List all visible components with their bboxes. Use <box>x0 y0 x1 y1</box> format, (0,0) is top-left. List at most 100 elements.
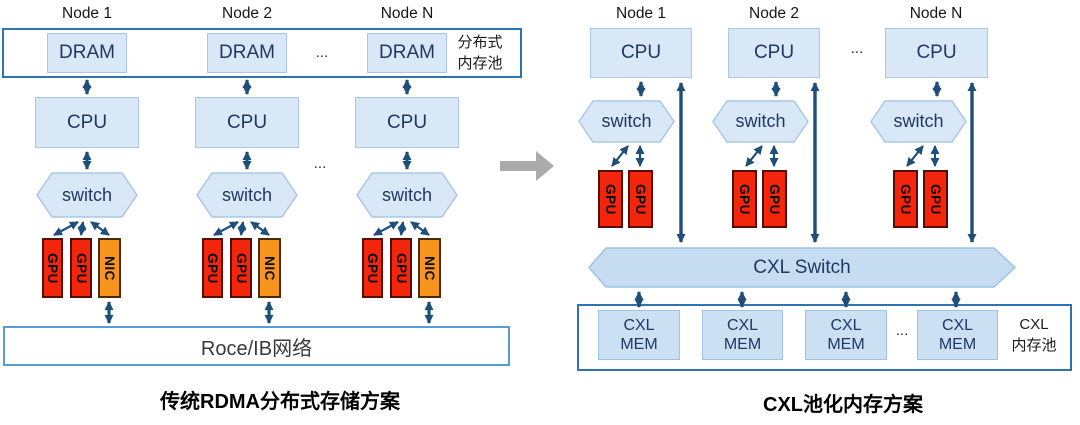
nic-box: NIC <box>258 238 281 298</box>
gpu-box: GPU <box>42 238 63 298</box>
gpu-label: GPU <box>898 183 914 215</box>
arrow-switch-gpu2-n <box>397 221 407 236</box>
right-node1-label: Node 1 <box>616 5 666 22</box>
gpu-label: GPU <box>393 252 409 284</box>
left-node1-label: Node 1 <box>62 5 112 22</box>
right-diagram-caption: CXL池化内存方案 <box>763 394 923 416</box>
switch-label: switch <box>735 111 786 131</box>
cxl-mem-line1: CXL <box>830 316 862 334</box>
right-cpu-box-1: CPU <box>590 28 692 78</box>
nic-label: NIC <box>262 255 277 281</box>
right-node2-label: Node 2 <box>749 5 799 22</box>
hexagon-shape <box>196 172 298 218</box>
dram-box-2: DRAM <box>207 33 287 73</box>
left-switch-hexagon-2: switch <box>196 172 298 218</box>
left-cpu-box-2: CPU <box>195 97 299 148</box>
gpu-box: GPU <box>230 238 252 298</box>
arrow-switch-nic-2 <box>250 221 270 236</box>
switch-label: switch <box>221 184 272 205</box>
cxl-mem-line2: MEM <box>938 336 977 353</box>
pool-label-line2: 内存池 <box>457 55 503 72</box>
gpu-box: GPU <box>762 170 787 228</box>
gpu-box: GPU <box>362 238 383 298</box>
distributed-memory-pool-label: 分布式 内存池 <box>442 32 518 74</box>
hexagon-shape <box>712 100 809 143</box>
switch-label: switch <box>893 111 944 131</box>
gpu-box: GPU <box>628 170 653 228</box>
dram-box-n: DRAM <box>367 33 447 73</box>
gpu-box: GPU <box>893 170 918 228</box>
switch-label: switch <box>61 184 112 205</box>
left-dram-ellipsis: ... <box>315 44 329 61</box>
left-node2-label: Node 2 <box>222 5 272 22</box>
cxl-mem-line2: MEM <box>620 336 658 353</box>
gpu-label: GPU <box>928 183 944 215</box>
left-cpu-box-1: CPU <box>35 97 139 148</box>
right-switch-hexagon-n: switch <box>870 100 967 143</box>
hexagon-shape <box>36 172 138 218</box>
cxl-memory-pool-label: CXL 内存池 <box>998 314 1070 356</box>
switch-label: switch <box>381 184 432 205</box>
left-switch-ellipsis: ... <box>313 155 327 172</box>
gpu-box: GPU <box>202 238 223 298</box>
gpu-label: GPU <box>205 252 221 284</box>
hexagon-shape <box>578 100 675 143</box>
gpu-label: GPU <box>603 183 619 215</box>
arrow-switch-nic-1 <box>90 221 110 236</box>
gpu-box: GPU <box>732 170 757 228</box>
gpu-box: GPU <box>70 238 92 298</box>
gpu-label: GPU <box>233 252 249 284</box>
gpu-label: GPU <box>365 252 381 284</box>
gpu-label: GPU <box>737 183 753 215</box>
dram-box-1: DRAM <box>47 33 127 73</box>
nic-box: NIC <box>98 238 121 298</box>
cxl-mem-box-1: CXL MEM <box>598 310 680 360</box>
gpu-label: GPU <box>767 183 783 215</box>
transition-arrow <box>500 151 554 181</box>
arrow-switch-gpu2-2 <box>237 221 247 236</box>
right-nodeN-label: Node N <box>909 5 963 22</box>
arrow-switch-gpu1-rn <box>906 145 924 167</box>
pool-label-line1: CXL <box>1019 316 1049 333</box>
arrow-switch-nic-n <box>410 221 430 236</box>
pool-label-line2: 内存池 <box>1011 337 1057 354</box>
cxl-mem-box-3: CXL MEM <box>805 310 887 360</box>
gpu-label: GPU <box>633 183 649 215</box>
switch-label: switch <box>601 111 652 131</box>
gpu-box: GPU <box>390 238 412 298</box>
arrow-switch-gpu1-r2 <box>745 145 763 167</box>
arrow-switch-gpu1-n <box>373 221 399 236</box>
left-nodeN-label: Node N <box>380 5 434 22</box>
nic-label: NIC <box>102 255 117 281</box>
cxl-mem-line1: CXL <box>941 316 974 334</box>
cxl-mem-line2: MEM <box>723 336 762 353</box>
right-cpu-ellipsis: ... <box>850 40 864 57</box>
left-cpu-box-n: CPU <box>355 97 459 148</box>
roce-ib-network-bar: Roce/IB网络 <box>3 326 510 366</box>
left-switch-hexagon-n: switch <box>356 172 458 218</box>
cxl-switch-label: CXL Switch <box>753 256 851 278</box>
arrow-switch-gpu1-2 <box>213 221 239 236</box>
cxl-switch-bar: CXL Switch <box>588 247 1016 288</box>
arrow-switch-gpu1-1 <box>53 221 79 236</box>
gpu-label: GPU <box>73 252 89 284</box>
hexagon-shape <box>356 172 458 218</box>
nic-box: NIC <box>418 238 441 298</box>
right-switch-hexagon-2: switch <box>712 100 809 143</box>
cxl-mem-line1: CXL <box>726 316 759 334</box>
cxl-mem-line1: CXL <box>623 316 655 334</box>
left-diagram-caption: 传统RDMA分布式存储方案 <box>160 391 400 413</box>
right-cpu-box-n: CPU <box>885 28 988 78</box>
pool-label-line1: 分布式 <box>457 34 503 51</box>
gpu-box: GPU <box>923 170 948 228</box>
left-switch-hexagon-1: switch <box>36 172 138 218</box>
cxl-mem-line2: MEM <box>827 336 865 353</box>
cxl-mem-box-n: CXL MEM <box>917 310 998 360</box>
right-cpu-box-2: CPU <box>728 28 820 78</box>
gpu-box: GPU <box>598 170 623 228</box>
right-switch-hexagon-1: switch <box>578 100 675 143</box>
nic-label: NIC <box>422 255 437 281</box>
arrow-switch-gpu2-1 <box>77 221 87 236</box>
arrow-switch-gpu1-r1 <box>611 145 629 167</box>
